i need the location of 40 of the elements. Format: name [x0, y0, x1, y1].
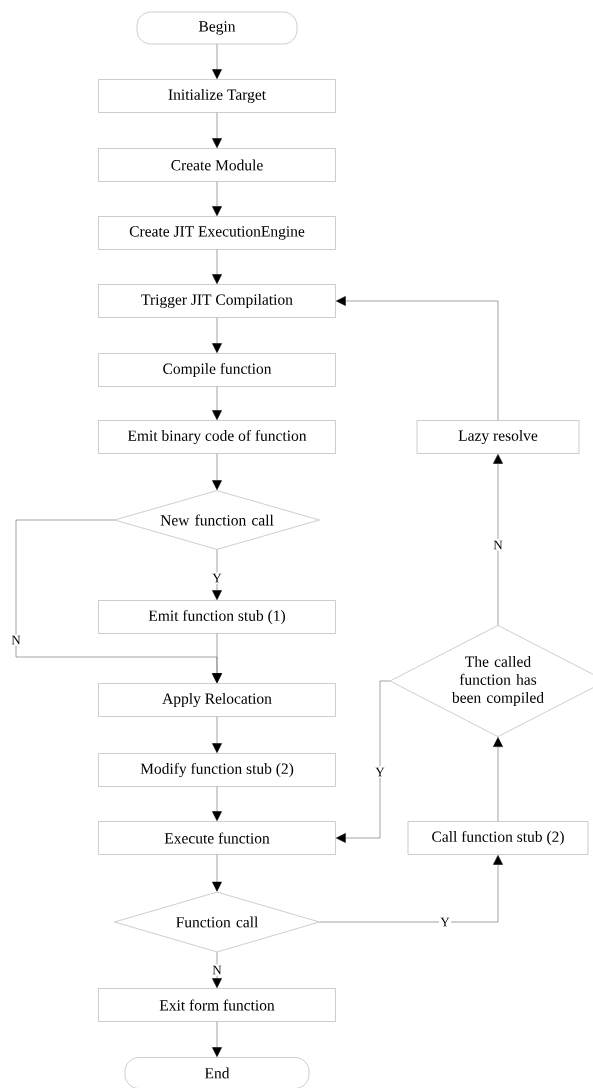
process-box: Apply Relocation	[98, 683, 336, 717]
arrow	[319, 855, 503, 923]
arrow	[212, 386, 222, 420]
arrow	[212, 1021, 222, 1057]
arrow	[212, 249, 222, 284]
edge-label: Y	[438, 916, 452, 928]
arrow	[212, 716, 222, 753]
process-box: Create Module	[98, 148, 336, 182]
arrow	[212, 112, 222, 148]
arrow	[212, 453, 222, 490]
terminal-box: Begin	[136, 11, 298, 45]
arrow	[212, 951, 222, 988]
edge-label: N	[491, 539, 505, 551]
process-box: Execute function	[98, 821, 336, 855]
terminal-box: End	[124, 1057, 310, 1088]
arrow	[336, 296, 499, 421]
process-box: Trigger JIT Compilation	[98, 284, 336, 318]
arrow	[212, 786, 222, 821]
edge-label: N	[9, 634, 23, 646]
arrow	[212, 633, 222, 683]
arrow	[336, 680, 391, 843]
process-box: Compile function	[98, 353, 336, 387]
process-box: Create JIT ExecutionEngine	[98, 216, 336, 250]
arrow	[212, 43, 222, 79]
edge-label: Y	[373, 766, 387, 778]
process-box: Exit form function	[98, 988, 336, 1022]
arrow	[212, 854, 222, 892]
process-box: Modify function stub (2)	[98, 753, 336, 787]
arrow	[493, 454, 503, 626]
arrow	[212, 181, 222, 216]
process-box: Emit function stub (1)	[98, 600, 336, 634]
process-box: Lazy resolve	[416, 420, 580, 454]
process-box: Emit binary code of function	[98, 420, 336, 454]
arrow	[212, 317, 222, 353]
edge-label: Y	[210, 572, 224, 584]
arrow	[493, 737, 503, 822]
edge-label: N	[210, 964, 224, 976]
process-box: Call function stub (2)	[407, 821, 589, 855]
process-box: Initialize Target	[98, 79, 336, 113]
arrow	[212, 549, 222, 600]
